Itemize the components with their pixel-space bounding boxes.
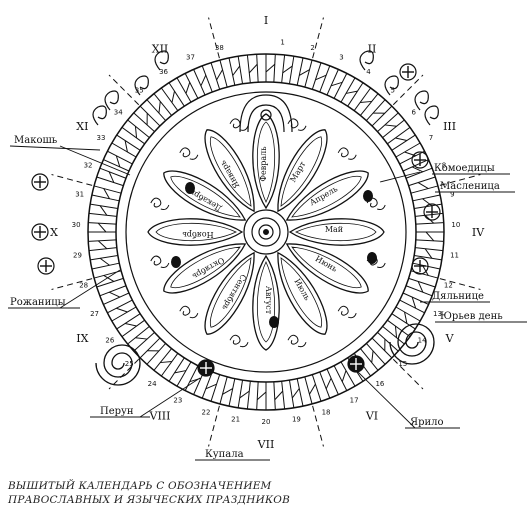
- day-number: 37: [186, 54, 195, 62]
- day-number: 4: [366, 68, 371, 76]
- label-rozhanicy: Рожаницы: [10, 297, 66, 308]
- label-yuriev-den: Юрьев день: [440, 311, 503, 322]
- vine-ornament: [93, 106, 106, 125]
- day-number: 29: [73, 252, 82, 260]
- division-line: [209, 18, 220, 59]
- day-number: 11: [450, 252, 459, 260]
- holiday-dot: [269, 316, 279, 328]
- month-numeral: VI: [365, 410, 378, 423]
- day-number: 12: [444, 281, 453, 289]
- day-number: 20: [262, 418, 271, 426]
- day-number: 35: [135, 86, 144, 94]
- day-number: 24: [148, 380, 157, 388]
- day-number: 6: [412, 109, 417, 117]
- division-line: [52, 175, 93, 186]
- day-number: 27: [90, 310, 99, 318]
- day-number: 25: [125, 360, 134, 368]
- day-number: 22: [201, 408, 210, 416]
- day-number: 26: [105, 336, 114, 344]
- day-number: 10: [451, 221, 460, 229]
- day-number: 14: [418, 336, 427, 344]
- petal-month-label: Февраль: [259, 146, 268, 182]
- month-numeral: VII: [257, 438, 275, 451]
- division-line: [313, 18, 324, 59]
- day-number: 15: [398, 360, 407, 368]
- day-number: 33: [97, 134, 106, 142]
- label-kupala: Купала: [205, 449, 244, 460]
- day-number: 2: [310, 44, 314, 52]
- caption-line-1: ВЫШИТЫЙ КАЛЕНДАРЬ С ОБОЗНАЧЕНИЕМ: [8, 480, 272, 492]
- month-numeral: II: [368, 42, 377, 55]
- month-numeral: VIII: [149, 410, 171, 423]
- holiday-dot: [363, 190, 373, 202]
- label-makosh: Макошь: [14, 135, 58, 146]
- day-number: 32: [84, 161, 93, 169]
- label-yarilo: Ярило: [410, 417, 444, 428]
- day-number: 18: [322, 408, 331, 416]
- day-number: 16: [375, 380, 384, 388]
- holiday-dot: [171, 256, 181, 268]
- caption-line-2: ПРАВОСЛАВНЫХ И ЯЗЫЧЕСКИХ ПРАЗДНИКОВ: [8, 494, 290, 506]
- day-number: 36: [159, 68, 168, 76]
- petal-month-label: Май: [325, 225, 343, 234]
- vine-ornament: [105, 91, 118, 110]
- month-numeral: X: [50, 226, 58, 239]
- petal: Май: [290, 219, 384, 245]
- day-number: 34: [114, 109, 123, 117]
- month-numeral: I: [264, 14, 268, 27]
- month-numeral: III: [443, 120, 456, 133]
- day-number: 38: [215, 44, 224, 52]
- petal: Август: [253, 256, 279, 350]
- day-number: 3: [339, 54, 343, 62]
- day-number: 5: [391, 86, 395, 94]
- month-numeral: V: [445, 332, 455, 345]
- label-dyalnice: Дяльнице: [432, 291, 484, 302]
- day-number: 1: [280, 39, 284, 47]
- spiral-ornament: [390, 324, 434, 364]
- day-number: 30: [72, 221, 81, 229]
- holiday-dot: [185, 182, 195, 194]
- day-number: 7: [429, 134, 433, 142]
- day-number: 17: [350, 396, 359, 404]
- month-numeral: XII: [152, 42, 169, 55]
- label-perun: Перун: [100, 406, 134, 417]
- month-numeral: IV: [472, 226, 485, 239]
- day-number: 21: [231, 416, 240, 424]
- day-number: 31: [75, 191, 84, 199]
- day-number: 28: [79, 281, 88, 289]
- day-number: 23: [173, 396, 182, 404]
- holiday-dot: [367, 252, 377, 264]
- petal-month-label: Август: [264, 286, 273, 315]
- label-komoedicy: Комоедицы: [434, 163, 495, 174]
- petal: Февраль: [253, 114, 279, 208]
- month-numeral: IX: [76, 332, 88, 345]
- center-rosette: [244, 210, 288, 254]
- month-numeral: XI: [76, 120, 88, 133]
- vine-ornament: [425, 106, 438, 125]
- label-maslenica: Масленица: [440, 181, 500, 192]
- vine-ornament: [415, 91, 428, 110]
- day-number: 19: [292, 416, 301, 424]
- petal: Ноябрь: [148, 219, 242, 245]
- petal-month-label: Ноябрь: [182, 230, 214, 239]
